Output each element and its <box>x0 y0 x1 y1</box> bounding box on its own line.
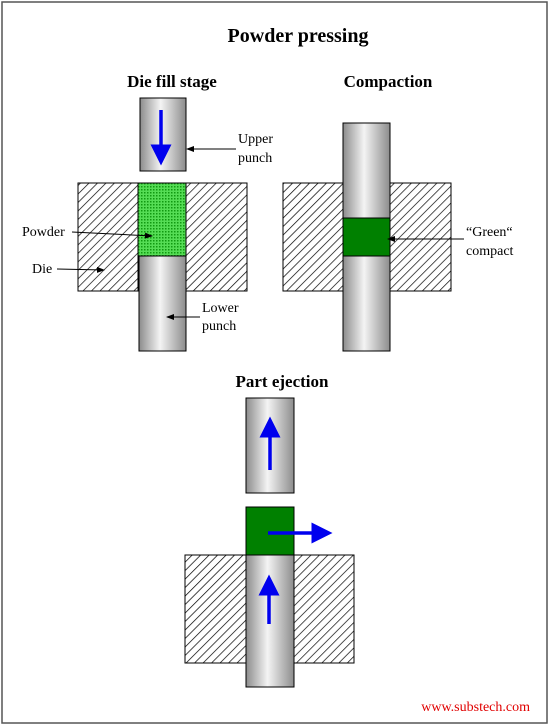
label-green-compact-2: compact <box>466 244 514 259</box>
watermark-url: www.substech.com <box>421 700 530 715</box>
pointer-powder <box>71 231 153 239</box>
label-upper-punch-1: Upper <box>238 132 273 147</box>
compaction-die-left <box>282 182 344 292</box>
die-fill-die-right <box>185 182 248 292</box>
label-green-compact-1: “Green“ <box>466 225 513 240</box>
compaction-green-compact <box>342 217 391 257</box>
die-fill-powder <box>137 182 187 257</box>
label-upper-punch-2: punch <box>238 151 272 166</box>
stage-heading-die-fill: Die fill stage <box>127 72 217 91</box>
stage-heading-part-ejection: Part ejection <box>236 372 330 391</box>
compaction-lower-punch <box>342 255 391 352</box>
label-die: Die <box>32 262 52 277</box>
ejection-die-left <box>184 554 247 664</box>
stage-heading-compaction: Compaction <box>344 72 433 91</box>
ejection-die-right <box>293 554 355 664</box>
ejection-green-compact <box>245 506 295 556</box>
label-lower-punch-2: punch <box>202 319 236 334</box>
compaction-upper-punch <box>342 122 391 219</box>
label-powder: Powder <box>22 225 65 240</box>
die-fill-lower-punch <box>138 255 187 352</box>
compaction-die-right <box>389 182 452 292</box>
die-fill-upper-punch <box>139 97 187 172</box>
label-lower-punch-1: Lower <box>202 301 239 316</box>
pointer-die <box>56 266 105 273</box>
die-fill-die-left <box>77 182 139 292</box>
diagram-title: Powder pressing <box>228 25 369 47</box>
